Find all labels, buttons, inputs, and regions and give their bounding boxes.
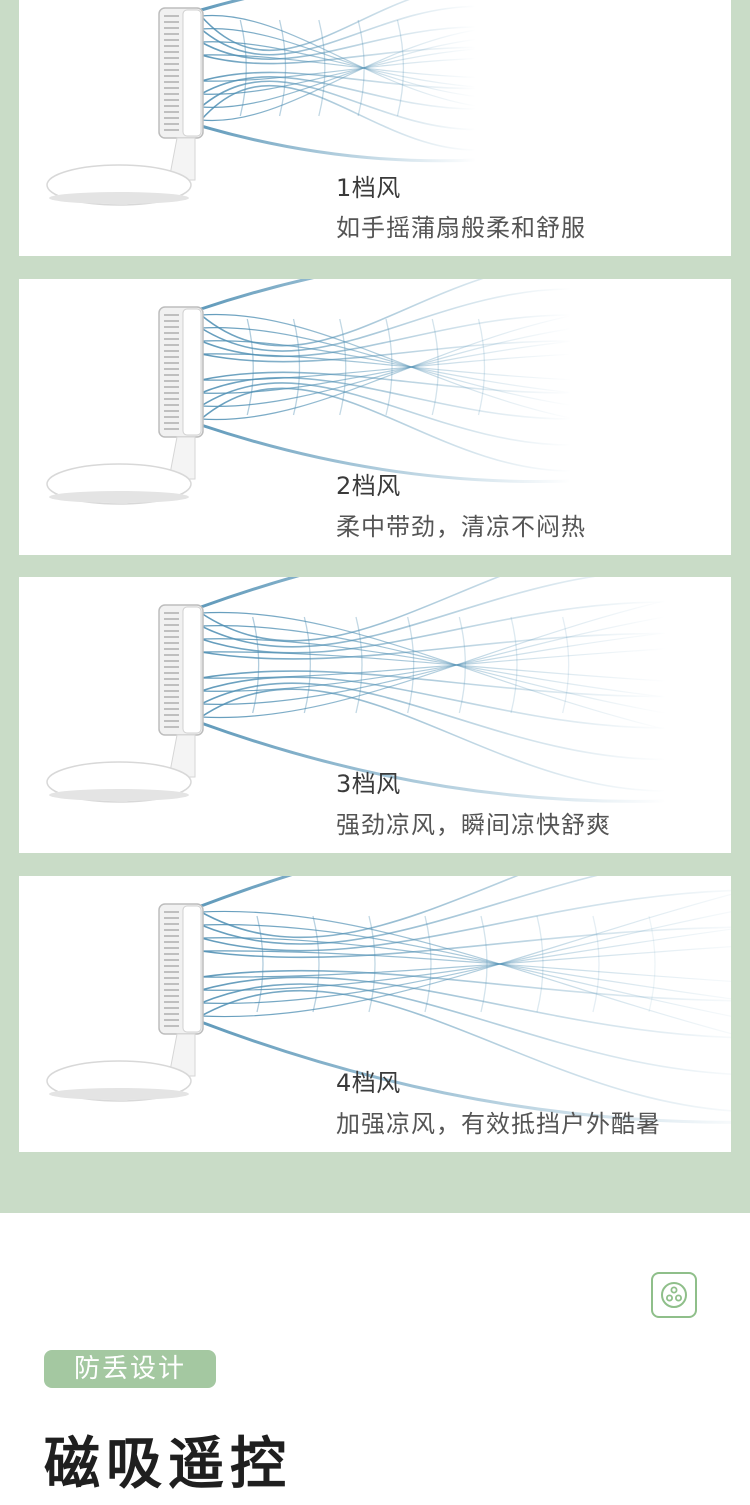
gear-description: 强劲凉风，瞬间凉快舒爽 bbox=[336, 811, 611, 839]
gear-label: 2档风 bbox=[336, 472, 401, 500]
remote-section bbox=[0, 1213, 750, 1468]
gear-description: 加强凉风，有效抵挡户外酷暑 bbox=[336, 1110, 661, 1138]
fan-body bbox=[46, 306, 204, 505]
gear-card-2: 2档风 柔中带劲，清凉不闷热 bbox=[19, 279, 731, 555]
fan-body bbox=[46, 903, 204, 1102]
wind-lines bbox=[200, 279, 572, 484]
gear-card-1: 1档风 如手摇蒲扇般柔和舒服 bbox=[19, 0, 731, 256]
wind-lines bbox=[200, 876, 731, 1124]
fan-wind-illustration bbox=[46, 577, 667, 803]
section-headline: 磁吸遥控 bbox=[44, 1432, 292, 1497]
gear-label: 3档风 bbox=[336, 770, 401, 798]
fan-wind-illustration bbox=[46, 876, 731, 1124]
wind-lines bbox=[200, 577, 667, 803]
fan-body bbox=[46, 7, 204, 206]
fan-wind-illustration bbox=[46, 0, 477, 206]
gear-card-3: 3档风 强劲凉风，瞬间凉快舒爽 bbox=[19, 577, 731, 853]
gear-label: 1档风 bbox=[336, 174, 401, 202]
gear-label: 4档风 bbox=[336, 1069, 401, 1097]
gear-description: 柔中带劲，清凉不闷热 bbox=[336, 513, 586, 541]
feature-tag: 防丢设计 bbox=[44, 1350, 216, 1388]
wind-lines bbox=[200, 0, 477, 163]
fan-wind-illustration bbox=[46, 279, 572, 505]
fan-body bbox=[46, 604, 204, 803]
gear-description: 如手摇蒲扇般柔和舒服 bbox=[336, 214, 586, 242]
remote-control-icon bbox=[651, 1272, 697, 1318]
gear-card-4: 4档风 加强凉风，有效抵挡户外酷暑 bbox=[19, 876, 731, 1152]
